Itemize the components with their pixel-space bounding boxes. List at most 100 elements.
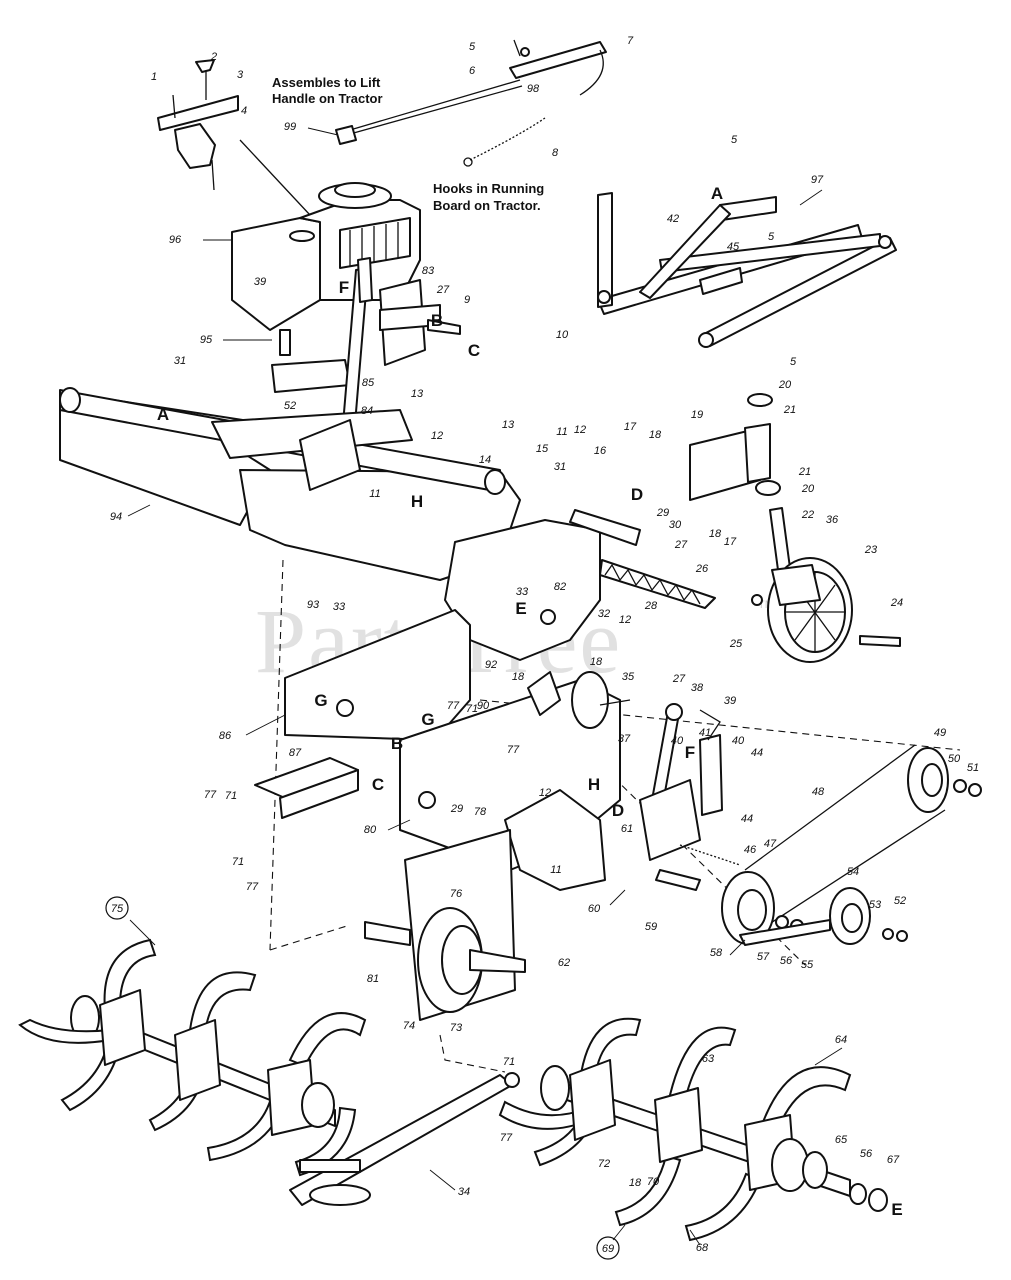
depth-stake xyxy=(289,1072,520,1206)
part-callout: 63 xyxy=(702,1053,715,1065)
part-callout: 71 xyxy=(503,1056,515,1068)
callout-ring xyxy=(105,896,129,920)
assembly-letter: E xyxy=(891,1200,902,1219)
part-callout: 40 xyxy=(732,735,745,747)
assembly-letter: H xyxy=(411,492,423,511)
part-callout: 67 xyxy=(887,1154,900,1166)
assembly-letter: D xyxy=(631,485,643,504)
assembly-letter: D xyxy=(612,801,624,820)
part-callout: 56 xyxy=(780,955,793,967)
part-callout: 38 xyxy=(691,682,704,694)
part-callout: 11 xyxy=(556,426,567,438)
part-callout: 4 xyxy=(241,105,247,117)
part-callout: 51 xyxy=(967,762,979,774)
part-callout: 8 xyxy=(552,147,559,159)
part-callout: 17 xyxy=(724,536,737,548)
part-callout: 2 xyxy=(210,51,217,63)
part-callout: 10 xyxy=(556,329,569,341)
part-callout: 3 xyxy=(237,69,244,81)
part-callout: 68 xyxy=(696,1242,709,1254)
part-callout: 27 xyxy=(672,673,686,685)
part-callout: 78 xyxy=(474,806,487,818)
part-callout: 18 xyxy=(649,429,662,441)
circled-part-callout: 69 xyxy=(602,1243,614,1255)
part-callout: 39 xyxy=(724,695,736,707)
mount-bracket xyxy=(254,757,359,819)
right-tine-assembly xyxy=(498,1017,888,1242)
assembly-letter: G xyxy=(421,710,434,729)
caster-wheel xyxy=(689,393,901,663)
part-callout: 57 xyxy=(757,951,770,963)
control-linkage xyxy=(639,703,741,891)
part-callout: 56 xyxy=(860,1148,873,1160)
pulley-drive xyxy=(721,744,982,946)
part-callout: 32 xyxy=(598,608,610,620)
part-callout: 20 xyxy=(801,483,815,495)
part-callout: 37 xyxy=(618,733,631,745)
frame-plate xyxy=(399,671,631,891)
part-callout: 24 xyxy=(890,597,903,609)
part-callout: 45 xyxy=(727,241,740,253)
part-callout: 5 xyxy=(731,134,738,146)
part-callout: 5 xyxy=(469,41,476,53)
hitch-frame xyxy=(597,192,897,348)
part-callout: 47 xyxy=(764,838,777,850)
depth-bar xyxy=(569,509,716,609)
part-callout: 95 xyxy=(200,334,213,346)
part-callout: 13 xyxy=(502,419,515,431)
part-callout: 72 xyxy=(598,1158,610,1170)
part-callout: 40 xyxy=(671,735,684,747)
callout-ring xyxy=(596,1236,620,1260)
part-callout: 52 xyxy=(894,895,906,907)
part-callout: 71 xyxy=(232,856,244,868)
part-callout: 34 xyxy=(458,1186,470,1198)
assembly-letter: F xyxy=(339,278,349,297)
part-callout: 74 xyxy=(403,1020,415,1032)
assembly-letter: E xyxy=(515,599,526,618)
part-callout: 96 xyxy=(169,234,182,246)
part-callout: 54 xyxy=(847,866,859,878)
part-callout: 11 xyxy=(550,864,561,876)
part-callout: 90 xyxy=(477,700,490,712)
part-callout: 81 xyxy=(367,973,379,985)
part-callout: 77 xyxy=(204,789,217,801)
part-callout: 22 xyxy=(801,509,814,521)
part-callout: 26 xyxy=(695,563,709,575)
part-callout: 70 xyxy=(647,1176,660,1188)
part-callout: 31 xyxy=(174,355,186,367)
part-callout: 97 xyxy=(811,174,824,186)
svg-text:Board on Tractor.: Board on Tractor. xyxy=(433,198,541,213)
assembly-letter: C xyxy=(468,341,480,360)
part-callout: 16 xyxy=(594,445,607,457)
part-callout: 85 xyxy=(362,377,375,389)
assembly-letter: A xyxy=(157,405,169,424)
part-callout: 18 xyxy=(629,1177,642,1189)
part-callout: 18 xyxy=(709,528,722,540)
part-callout: 52 xyxy=(284,400,296,412)
part-callout: 27 xyxy=(674,539,688,551)
part-callout: 15 xyxy=(536,443,549,455)
part-callout: 33 xyxy=(333,601,346,613)
part-callout: 12 xyxy=(431,430,443,442)
lift-rod-assembly xyxy=(335,39,607,167)
part-callout: 49 xyxy=(934,727,946,739)
part-callout: 39 xyxy=(254,276,266,288)
part-callout: 31 xyxy=(554,461,566,473)
part-callout: 83 xyxy=(422,265,435,277)
part-callout: 94 xyxy=(110,511,122,523)
part-callout: 1 xyxy=(151,71,157,83)
part-callout: 48 xyxy=(812,786,825,798)
part-callout: 44 xyxy=(751,747,763,759)
part-callout: 18 xyxy=(512,671,525,683)
part-callout: 50 xyxy=(948,753,961,765)
part-callout: 77 xyxy=(447,700,460,712)
part-callout: 23 xyxy=(864,544,878,556)
part-callout: 42 xyxy=(667,213,679,225)
part-callout: 77 xyxy=(246,881,259,893)
part-callout: 86 xyxy=(219,730,232,742)
part-callout: 59 xyxy=(645,921,657,933)
part-callout: 33 xyxy=(516,586,529,598)
part-callout: 77 xyxy=(507,744,520,756)
part-callout: 58 xyxy=(710,947,723,959)
